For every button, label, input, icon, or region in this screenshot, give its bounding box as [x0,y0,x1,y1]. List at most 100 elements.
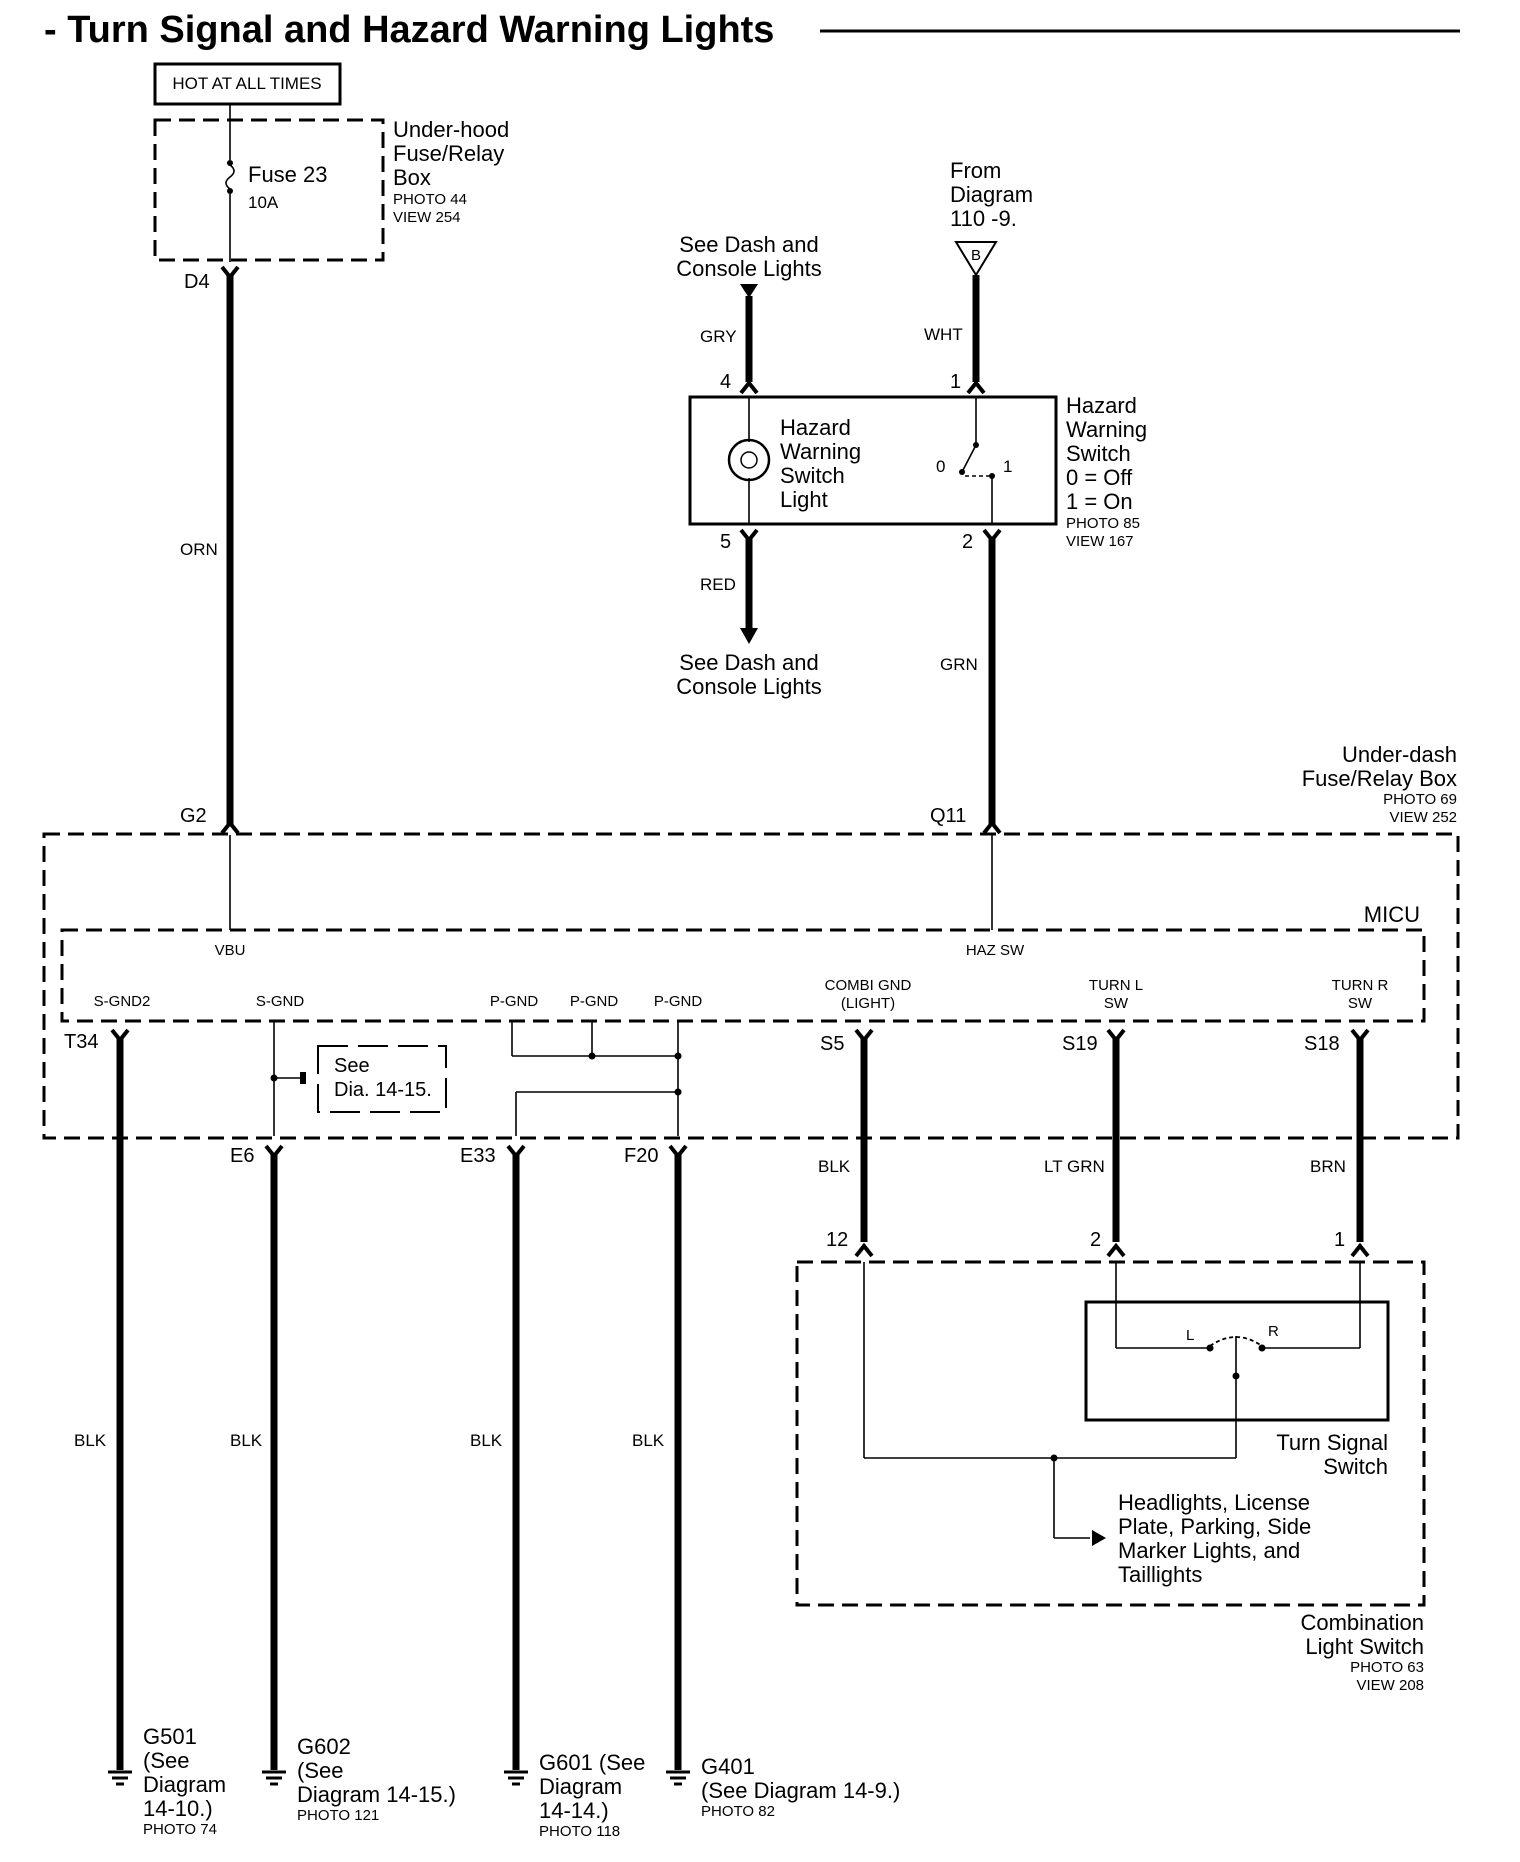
e33-junction [674,1088,682,1096]
ground-g601-photo: PHOTO 118 [539,1823,620,1840]
connector-q11: Q11 [930,805,966,827]
ground-g401-2: (See Diagram 14-9.) [701,1778,900,1803]
ground-g501-photo: PHOTO 74 [143,1821,217,1838]
hazard-switch-label-2: Warning [1066,417,1147,442]
micu-p-gnd-3: P-GND [654,993,703,1010]
combination-photo: PHOTO 63 [1350,1659,1424,1676]
connector-s19: S19 [1062,1033,1098,1055]
under-hood-fuse-box [153,118,385,262]
ground-g601-icon [504,1770,528,1786]
connector-q11-symbol [982,819,1002,835]
wire-grn-label: GRN [940,655,978,674]
from-diagram-1: From [950,158,1001,183]
hazard-light-label-4: Light [780,487,828,512]
hazard-switch-label-1: Hazard [1066,393,1137,418]
ground-g602-photo: PHOTO 121 [297,1807,379,1824]
hot-at-all-times-label: HOT AT ALL TIMES [172,74,321,93]
micu-turn-l-1: TURN L [1089,977,1143,994]
see-dash-bottom-2: Console Lights [676,674,822,699]
under-hood-photo: PHOTO 44 [393,191,467,208]
connector-f20: F20 [624,1145,658,1167]
from-diagram-flag [954,241,998,277]
fuse-terminal [227,160,233,166]
see-dia-2: Dia. 14-15. [334,1079,432,1101]
wire-lt-grn-label: LT GRN [1044,1157,1105,1176]
hazard-pin-4: 4 [720,371,731,393]
wire-red-label: RED [700,575,736,594]
combi-pin-1: 1 [1334,1229,1345,1251]
fuse-rating: 10A [248,193,279,212]
micu-s-gnd: S-GND [256,993,305,1010]
combi-pin-12-symbol [854,1242,874,1258]
connector-d4: D4 [184,271,210,293]
hazard-switch-box [688,395,1058,526]
hazard-switch-pos-on: 1 [1003,457,1012,476]
under-hood-box-label-1: Under-hood [393,117,509,142]
under-dash-label-1: Under-dash [1342,742,1457,767]
micu-turn-r-1: TURN R [1332,977,1389,994]
hazard-switch-label-3: Switch [1066,441,1131,466]
fuse-name: Fuse 23 [248,162,328,187]
p-gnd-junction [588,1052,596,1060]
micu-label: MICU [1364,902,1420,927]
under-hood-box-label-2: Fuse/Relay [393,141,504,166]
under-dash-fuse-box [42,832,1460,1140]
combination-label-2: Light Switch [1305,1634,1424,1659]
ground-g501-3: Diagram [143,1772,226,1797]
ground-g601-3: 14-14.) [539,1798,609,1823]
hazard-switch-view: VIEW 167 [1066,533,1134,550]
lights-label-2: Plate, Parking, Side [1118,1514,1311,1539]
hazard-pin-1-symbol [966,379,986,395]
wire-wht-label: WHT [924,325,963,344]
micu-vbu: VBU [215,942,246,959]
connector-e6: E6 [230,1145,254,1167]
under-hood-box-label-3: Box [393,165,431,190]
hazard-pin-5: 5 [720,531,731,553]
ground-g501-1: G501 [143,1724,197,1749]
see-dash-top-arrow [740,284,758,298]
combination-view: VIEW 208 [1356,1677,1424,1694]
micu-combi-gnd-2: (LIGHT) [841,995,895,1012]
ground-g602-2: (See [297,1758,343,1783]
turn-switch-arc [1209,1336,1263,1347]
from-diagram-letter: B [971,247,981,264]
micu-p-gnd-1: P-GND [490,993,539,1010]
hazard-pin-1: 1 [950,371,961,393]
from-diagram-2: Diagram [950,182,1033,207]
see-dash-top-1: See Dash and [679,232,818,257]
s-gnd-branch-stub [300,1072,306,1084]
turn-signal-switch-box [1084,1300,1390,1422]
hazard-switch-contact-off [959,469,965,475]
ground-g501-4: 14-10.) [143,1796,213,1821]
under-dash-label-2: Fuse/Relay Box [1302,766,1457,791]
under-hood-view: VIEW 254 [393,209,461,226]
wire-blk-g602-label: BLK [230,1431,263,1450]
combi-pin-12: 12 [826,1229,848,1251]
turn-signal-switch-label-2: Switch [1323,1454,1388,1479]
micu-p-gnd-2: P-GND [570,993,619,1010]
turn-switch-l: L [1186,1327,1194,1344]
wire-gry-label: GRY [700,327,737,346]
wire-blk-combi-label: BLK [818,1157,851,1176]
lights-label-1: Headlights, License [1118,1490,1310,1515]
hazard-switch-photo: PHOTO 85 [1066,515,1140,532]
from-diagram-3: 110 -9. [950,206,1017,231]
see-dash-top-2: Console Lights [676,256,822,281]
under-dash-view: VIEW 252 [1389,809,1457,826]
ground-g602-1: G602 [297,1734,351,1759]
ground-g601-2: Diagram [539,1774,622,1799]
hazard-switch-pos-off: 0 [936,457,945,476]
micu-s-gnd2: S-GND2 [94,993,151,1010]
lights-label-3: Marker Lights, and [1118,1538,1300,1563]
see-dash-bottom-arrow [740,628,758,644]
micu-turn-l-2: SW [1104,995,1129,1012]
wire-blk-g601-label: BLK [470,1431,503,1450]
hazard-switch-pivot [973,442,979,448]
page-title: - Turn Signal and Hazard Warning Lights [44,9,774,51]
hazard-pin-2: 2 [962,531,973,553]
combination-label-1: Combination [1300,1610,1424,1635]
see-dash-bottom-1: See Dash and [679,650,818,675]
wire-brn-label: BRN [1310,1157,1346,1176]
ground-g401-icon [666,1770,690,1786]
see-dia-1: See [334,1055,370,1077]
